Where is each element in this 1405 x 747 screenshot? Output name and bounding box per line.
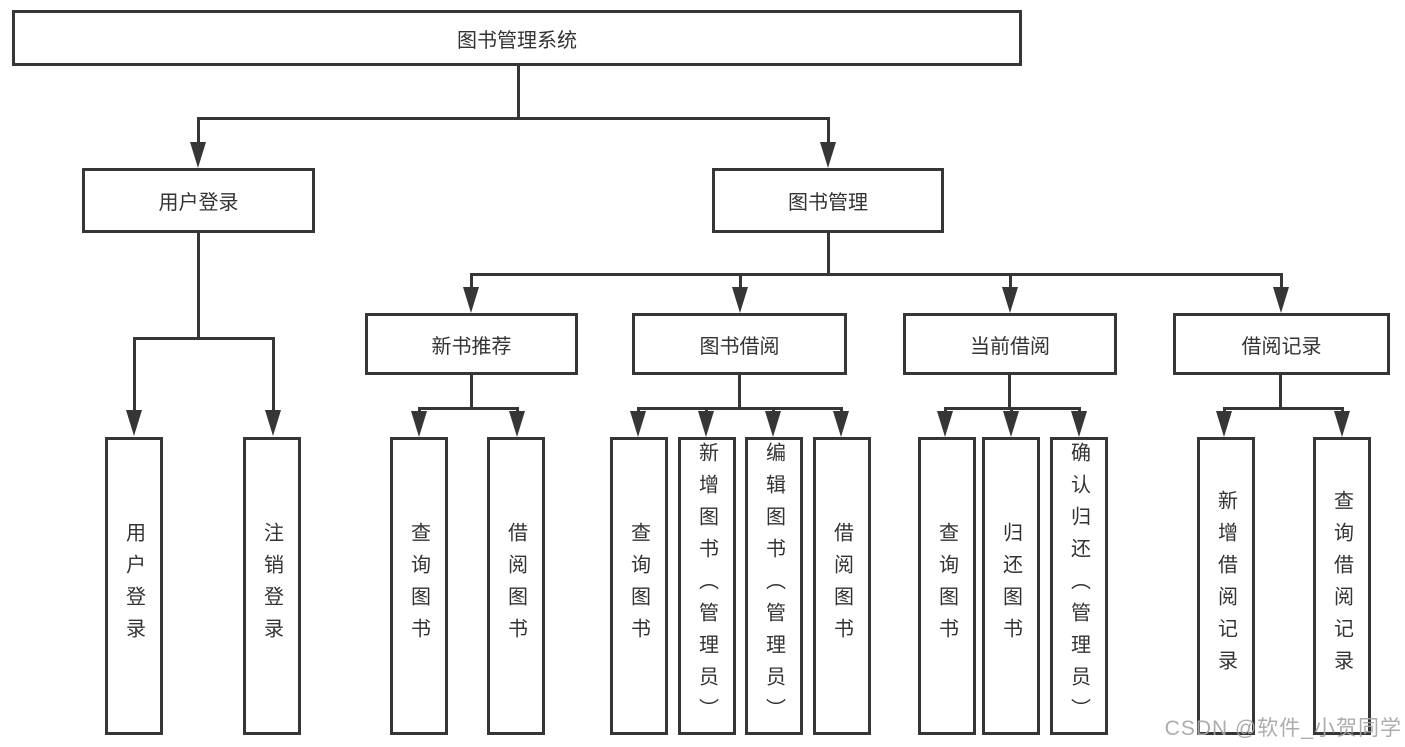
- arrow-down-icon: [937, 411, 953, 437]
- arrow-down-icon: [509, 411, 525, 437]
- leaf-user-login: 用户登录: [105, 437, 163, 735]
- connector-line: [637, 407, 843, 410]
- arrow-down-icon: [1003, 411, 1019, 437]
- csdn-watermark: CSDN @软件_小贺同学: [1164, 717, 1402, 740]
- node-user-login: 用户登录: [82, 168, 315, 233]
- connector-line: [772, 407, 775, 413]
- arrow-down-icon: [630, 411, 646, 437]
- node-book-borrow: 图书借阅: [632, 313, 847, 375]
- leaf-query-books-borrow: 查询图书: [610, 437, 668, 735]
- arrow-down-icon: [1273, 287, 1289, 313]
- connector-line: [133, 337, 275, 340]
- node-borrow-records: 借阅记录: [1173, 313, 1390, 375]
- leaf-borrow-books: 借阅图书: [813, 437, 871, 735]
- leaf-query-books-current: 查询图书: [918, 437, 976, 735]
- node-new-book-recommend: 新书推荐: [365, 313, 578, 375]
- connector-line: [516, 407, 519, 413]
- leaf-add-borrow-record: 新增借阅记录: [1197, 437, 1255, 735]
- connector-line: [418, 407, 421, 413]
- connector-line: [1341, 407, 1344, 413]
- node-library-management-system: 图书管理系统: [12, 10, 1022, 66]
- node-current-borrow: 当前借阅: [903, 313, 1117, 375]
- leaf-query-borrow-record: 查询借阅记录: [1313, 437, 1371, 735]
- connector-line: [944, 407, 947, 413]
- connector-line: [197, 233, 200, 340]
- connector-line: [1008, 375, 1011, 410]
- connector-line: [705, 407, 708, 413]
- arrow-down-icon: [190, 142, 206, 168]
- arrow-down-icon: [833, 411, 849, 437]
- connector-line: [197, 117, 200, 144]
- node-book-management: 图书管理: [712, 168, 944, 233]
- connector-line: [827, 233, 830, 276]
- arrow-down-icon: [698, 411, 714, 437]
- leaf-edit-books-admin: 编辑图书（管理员）: [745, 437, 803, 735]
- connector-line: [738, 375, 741, 410]
- leaf-query-books-recommend: 查询图书: [390, 437, 448, 735]
- arrow-down-icon: [126, 410, 142, 436]
- arrow-down-icon: [732, 287, 748, 313]
- connector-line: [197, 117, 829, 120]
- leaf-add-books-admin: 新增图书（管理员）: [678, 437, 736, 735]
- arrow-down-icon: [1071, 411, 1087, 437]
- connector-line: [470, 273, 473, 289]
- leaf-borrow-books-recommend: 借阅图书: [487, 437, 545, 735]
- connector-line: [827, 117, 830, 144]
- connector-line: [470, 273, 1283, 276]
- connector-line: [1280, 273, 1283, 289]
- connector-line: [840, 407, 843, 413]
- connector-line: [1009, 273, 1012, 289]
- connector-line: [637, 407, 640, 413]
- connector-line: [1223, 407, 1344, 410]
- arrow-down-icon: [765, 411, 781, 437]
- connector-line: [418, 407, 519, 410]
- connector-line: [470, 375, 473, 410]
- connector-line: [1010, 407, 1013, 413]
- arrow-down-icon: [1002, 287, 1018, 313]
- connector-line: [272, 337, 275, 412]
- leaf-logout: 注销登录: [243, 437, 301, 735]
- arrow-down-icon: [265, 410, 281, 436]
- connector-line: [517, 66, 520, 120]
- arrow-down-icon: [820, 142, 836, 168]
- connector-line: [133, 337, 136, 412]
- arrow-down-icon: [411, 411, 427, 437]
- connector-line: [739, 273, 742, 289]
- leaf-return-books: 归还图书: [982, 437, 1040, 735]
- connector-line: [1279, 375, 1282, 410]
- arrow-down-icon: [463, 287, 479, 313]
- arrow-down-icon: [1334, 411, 1350, 437]
- connector-line: [1078, 407, 1081, 413]
- arrow-down-icon: [1216, 411, 1232, 437]
- connector-line: [1223, 407, 1226, 413]
- leaf-confirm-return-admin: 确认归还（管理员）: [1050, 437, 1108, 735]
